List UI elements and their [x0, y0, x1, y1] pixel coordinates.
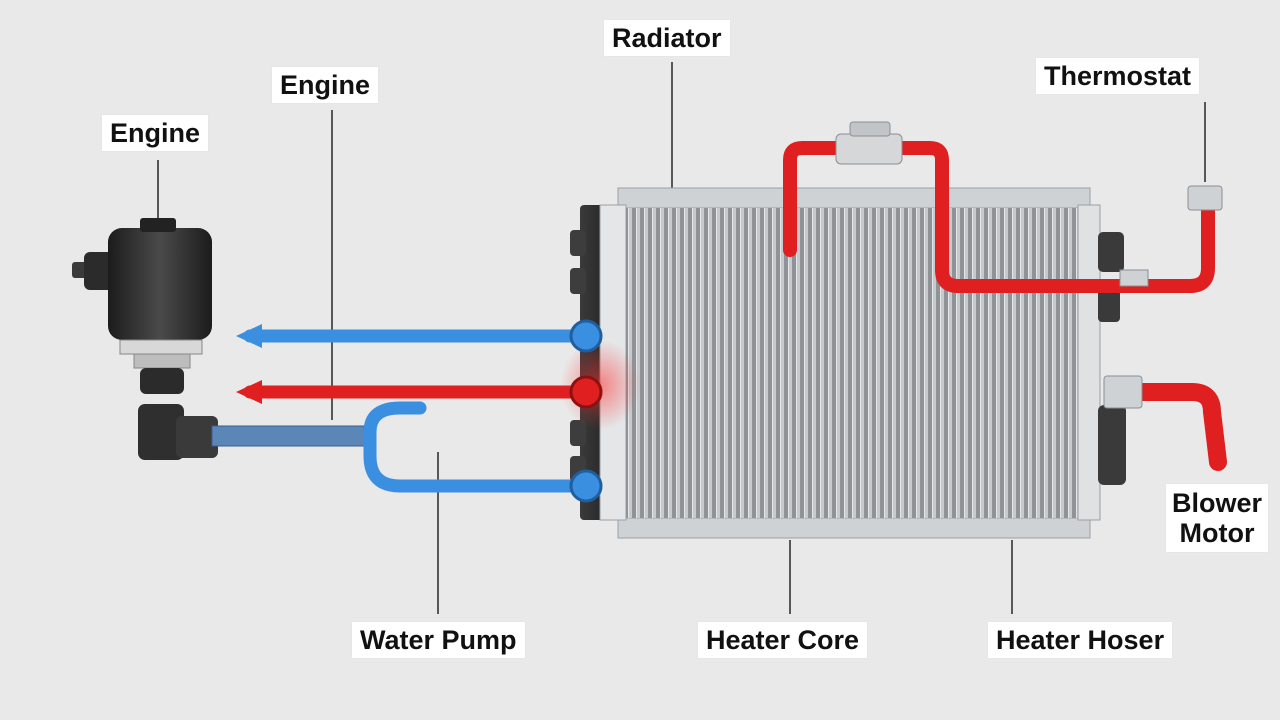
radiator-icon: [560, 187, 1126, 539]
blower-motor-label-line1: Blower: [1172, 488, 1263, 518]
radiator-label: Radiator: [604, 20, 730, 56]
blower-motor-label: Blower Motor: [1166, 484, 1269, 552]
radiator-ports: [569, 319, 603, 503]
thermostat-icon: [835, 121, 1223, 211]
thermostat-label: Thermostat: [1036, 58, 1200, 94]
water-pump-label: Water Pump: [352, 622, 525, 658]
engine-label-top: Engine: [272, 67, 379, 103]
water-pump-icon: [138, 404, 365, 460]
blower-motor-icon: [1103, 269, 1149, 409]
hot-coolant-lines: [236, 141, 1227, 471]
heater-core-label: Heater Core: [698, 622, 868, 658]
cool-coolant-lines: [236, 324, 582, 493]
heater-hoses-label: Heater Hoser: [988, 622, 1173, 658]
engine-label-left: Engine: [102, 115, 209, 151]
leader-lines: [157, 62, 1206, 614]
engine-icon: [72, 218, 212, 394]
blower-motor-label-line2: Motor: [1179, 518, 1255, 548]
